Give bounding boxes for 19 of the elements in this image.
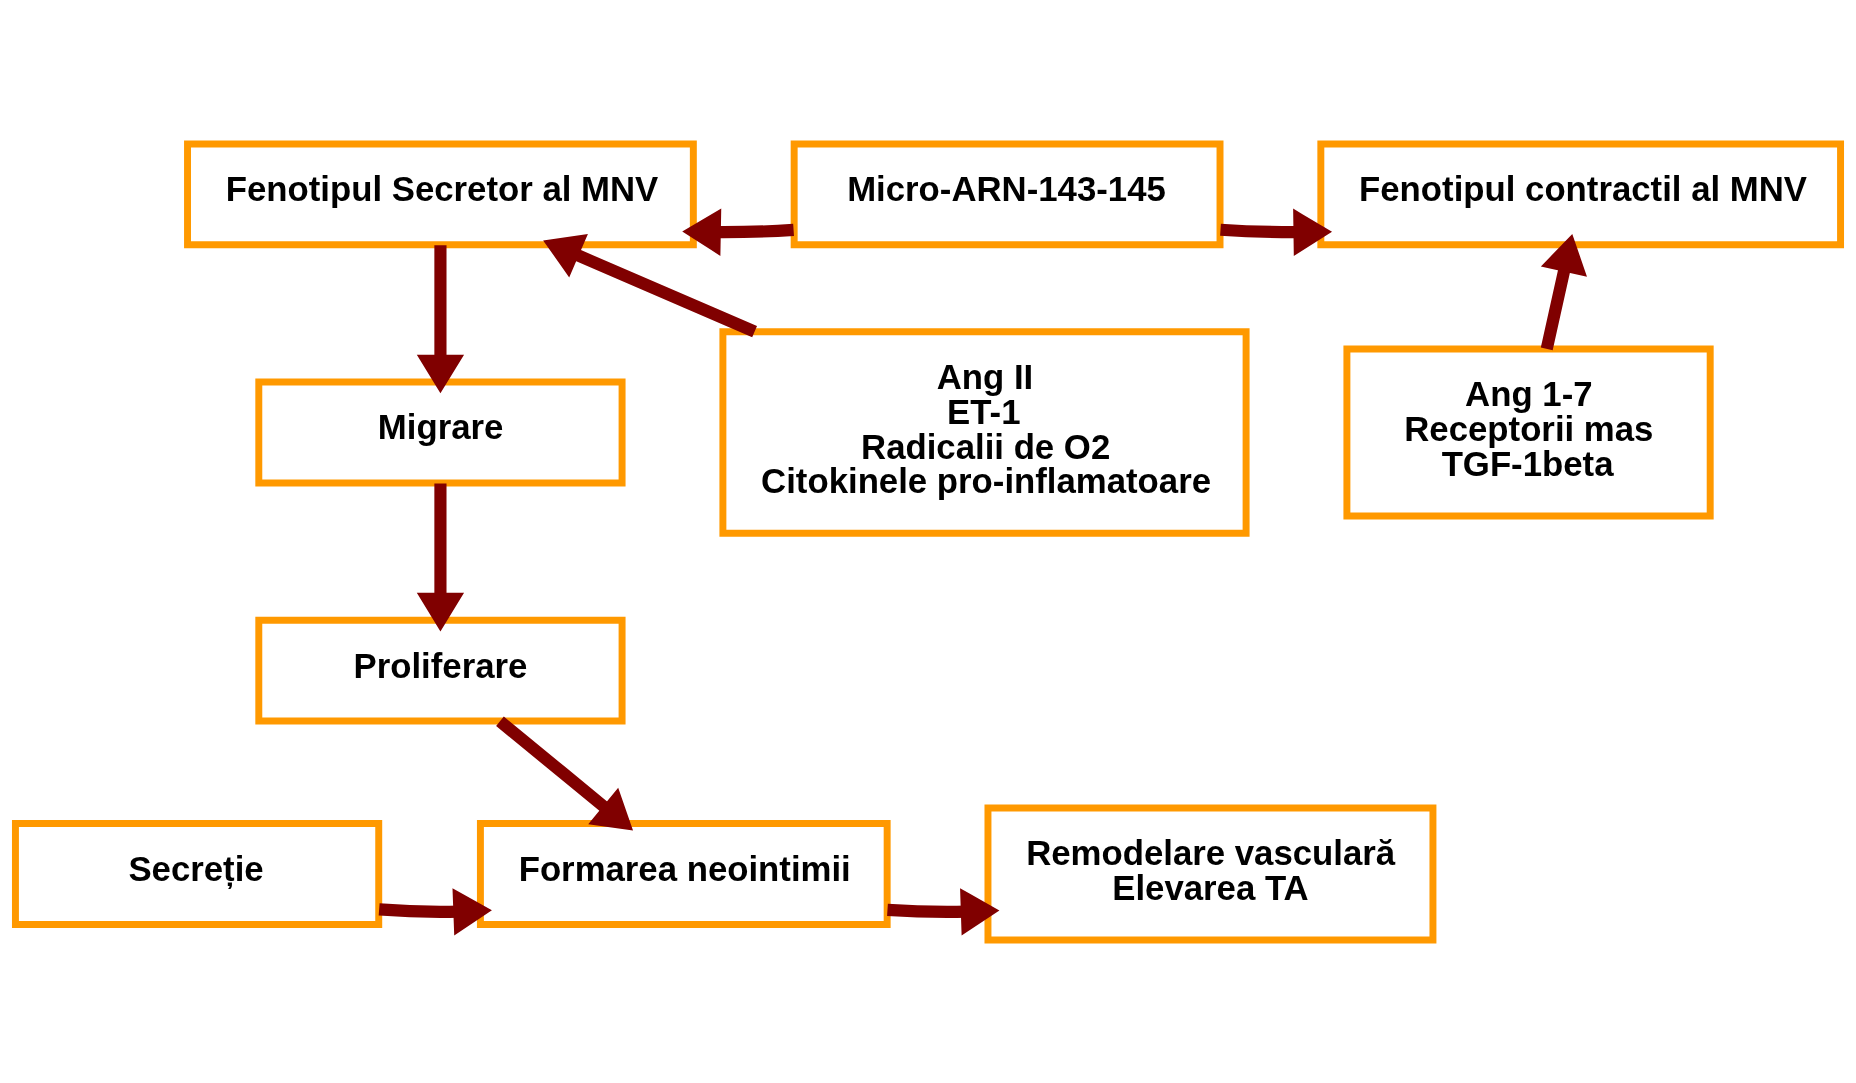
arrow [416, 482, 465, 631]
node-box: Proliferare [255, 616, 626, 724]
arrow [1540, 233, 1587, 350]
arrow [1220, 208, 1333, 256]
node-box: Micro-ARN-143-145 [790, 139, 1224, 248]
node-box: Remodelare vasculară Elevarea TA [984, 803, 1437, 944]
arrow [416, 244, 465, 393]
node-box: Secreție [11, 819, 383, 928]
arrow [378, 887, 492, 935]
arrow [887, 887, 1000, 935]
arrow [543, 233, 757, 337]
node-box: Fenotipul contractil al MNV [1317, 139, 1845, 248]
node-box: Ang 1-7 Receptorii mas TGF-1beta [1343, 345, 1714, 519]
node-box: Fenotipul Secretor al MNV [184, 139, 697, 248]
arrow [496, 716, 634, 831]
node-box: Ang II ET-1 Radicalii de O2 Citokinele pro-inflamatoare [719, 327, 1250, 537]
node-box: Migrare [255, 378, 626, 486]
arrow [682, 208, 794, 256]
node-box: Formarea neointimii [476, 819, 891, 928]
